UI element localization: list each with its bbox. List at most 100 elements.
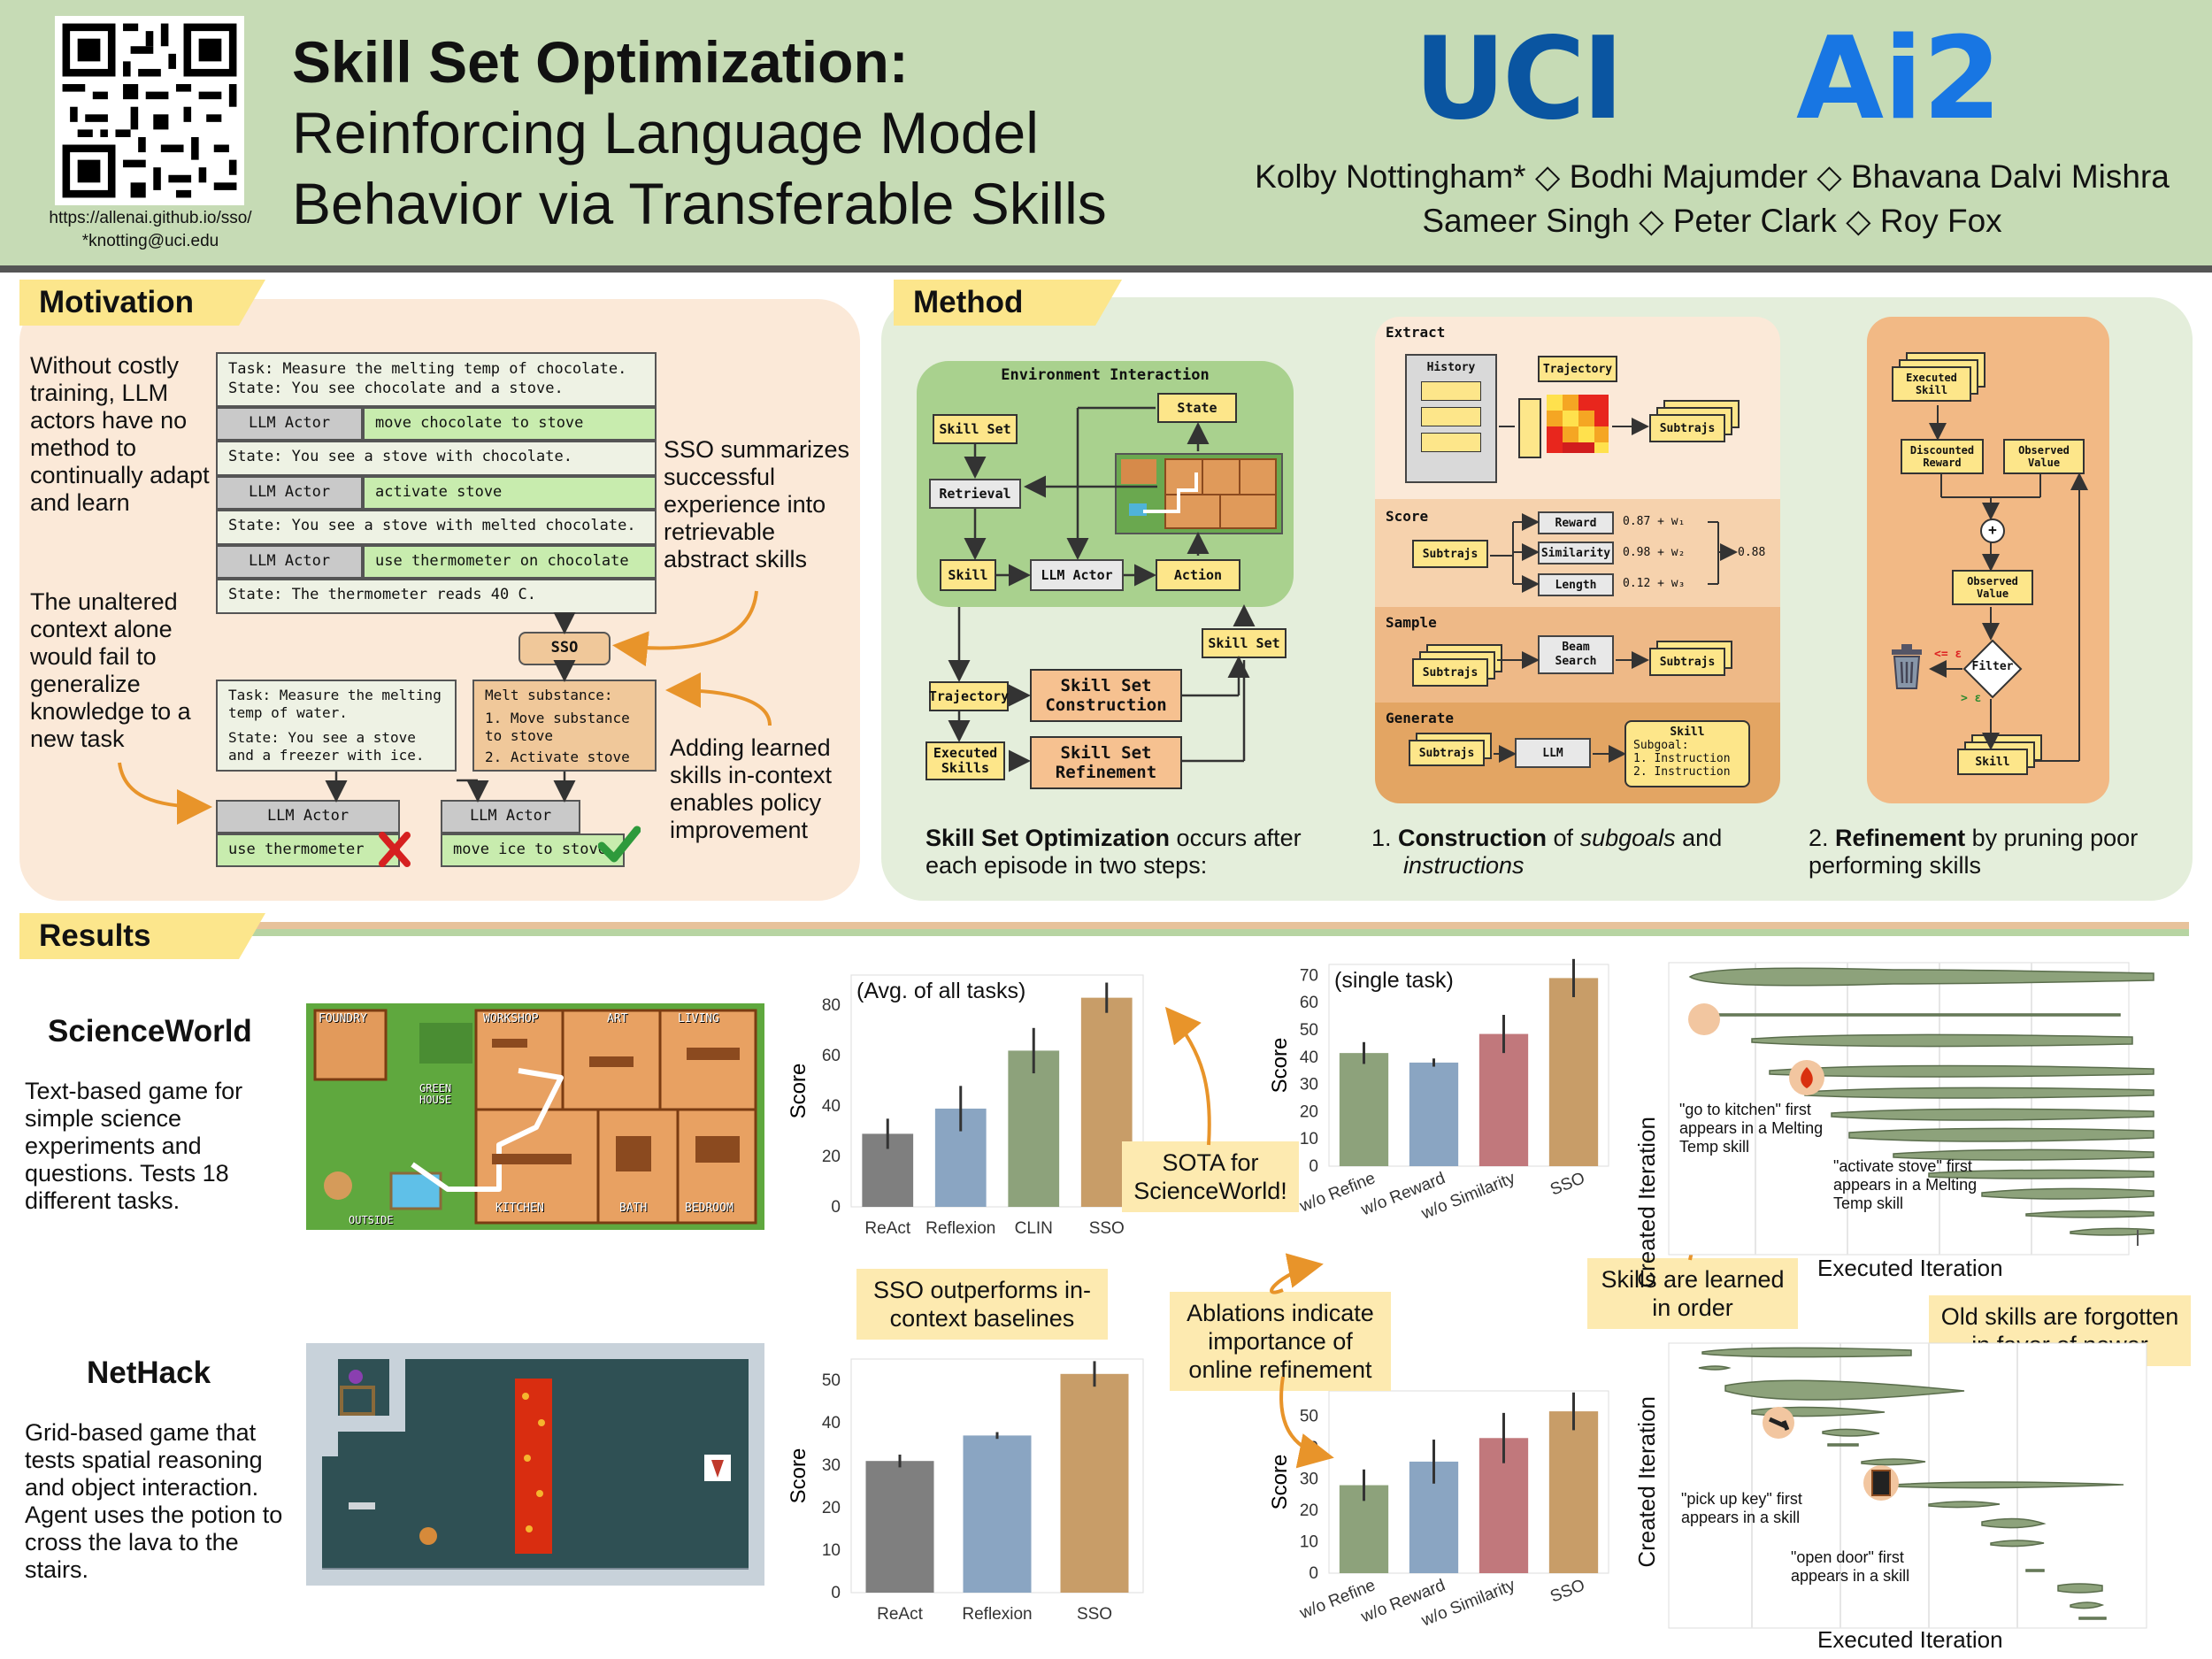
y-tick-label: 70: [1300, 966, 1318, 985]
generated-subgoal: Subgoal:: [1633, 739, 1689, 752]
ai2-logo: Ai2: [1796, 13, 2001, 145]
reward-node: Reward: [1538, 511, 1614, 534]
scienceworld-map: FOUNDRY WORKSHOP ART LIVING GREEN HOUSE …: [306, 1003, 764, 1230]
project-link[interactable]: https://allenai.github.io/sso/: [49, 209, 252, 227]
bar: [1409, 1062, 1459, 1166]
subtrajs-score: Subtrajs: [1412, 540, 1488, 568]
generated-instr-1: 1. Instruction: [1633, 752, 1731, 765]
y-tick-label: 80: [822, 996, 841, 1015]
callout-ablations: Ablations indicate importance of online …: [1170, 1292, 1391, 1391]
callout-baselines: SSO outperforms in-context baselines: [856, 1269, 1108, 1340]
new-state-line-2: and a freezer with ice.: [228, 747, 425, 764]
results-divider-top: [212, 922, 2189, 929]
scienceworld-map-graphic: [313, 1009, 757, 1225]
y-tick-label: 20: [1300, 1502, 1318, 1520]
bar: [1060, 1373, 1129, 1593]
fail-actor: LLM Actor: [216, 800, 400, 833]
violin2-note-2: "open door" first appears in a skill: [1791, 1548, 1910, 1585]
fire-icon: [1801, 1067, 1813, 1088]
skill-title: Melt substance:: [485, 687, 613, 703]
y-tick-label: 50: [1300, 1407, 1318, 1425]
qr-caption: https://allenai.github.io/sso/ *knotting…: [18, 207, 283, 253]
generated-skill-box: Skill Subgoal: 1. Instruction 2. Instruc…: [1624, 720, 1750, 787]
map-label-art: ART: [607, 1012, 628, 1025]
y-axis-label: Score: [1269, 1455, 1292, 1510]
map-label-kitchen: KITCHEN: [495, 1202, 544, 1215]
check-icon: [598, 826, 641, 863]
trajectory-extract: Trajectory: [1538, 356, 1617, 382]
trace-actor-1: LLM Actor: [216, 407, 363, 441]
history-box: History: [1405, 354, 1497, 483]
trace-state-0: State: You see chocolate and a stove.: [228, 380, 564, 397]
length-value: 0.12 + w₃: [1623, 577, 1686, 590]
construction-node: Skill Set Construction: [1030, 669, 1182, 722]
caption-right-num: 2.: [1809, 825, 1836, 851]
y-tick-label: 50: [1300, 1021, 1318, 1040]
motivation-arrows: [118, 590, 772, 825]
x-tick-label: ReAct: [877, 1605, 923, 1624]
trace-task: Task: Measure the melting temp of chocol…: [228, 360, 627, 378]
y-tick-label: 20: [822, 1499, 841, 1517]
trace-actor-2: LLM Actor: [216, 476, 363, 510]
map-label-bedroom: BEDROOM: [685, 1202, 733, 1215]
y-tick-label: 0: [1309, 1564, 1318, 1583]
length-node: Length: [1538, 573, 1614, 596]
nethack-map: [306, 1343, 764, 1586]
refinement-arrows: [1929, 405, 2088, 762]
contact-email[interactable]: *knotting@uci.edu: [81, 232, 219, 250]
trace-action-2: activate stove: [363, 476, 657, 510]
llm-actor-node: LLM Actor: [1030, 559, 1124, 591]
trace-task-box: Task: Measure the melting temp of chocol…: [216, 352, 657, 407]
new-task-line-2: temp of water.: [228, 704, 348, 721]
filter-label: Filter: [1971, 660, 2014, 673]
threshold-high-label: > ε: [1961, 692, 1982, 705]
qr-code[interactable]: [55, 16, 244, 205]
violin1-note-2: "activate stove" first appears in a Melt…: [1833, 1157, 1978, 1212]
motivation-text-4: Adding learned skills in-context enables…: [670, 734, 833, 843]
executed-skills-label-1: Executed: [933, 745, 998, 761]
y-tick-label: 40: [1300, 1048, 1318, 1067]
poster-header: [0, 0, 2212, 273]
x-tick-label: SSO: [1089, 1219, 1125, 1238]
filter-node: Filter: [1962, 639, 2023, 699]
y-axis-label: Score: [787, 1064, 810, 1119]
violin2-note-1: "pick up key" first appears in a skill: [1681, 1490, 1802, 1526]
sso-node: SSO: [518, 632, 611, 665]
violin-plot-scienceworld: [1668, 962, 2154, 1256]
y-tick-label: 60: [822, 1047, 841, 1065]
subtrajs-generate: Subtrajs: [1409, 740, 1485, 766]
x-tick-label: CLIN: [1015, 1219, 1053, 1238]
y-tick-label: 0: [831, 1198, 841, 1217]
llm-node: LLM: [1515, 738, 1591, 768]
x-tick-label: Reflexion: [926, 1219, 995, 1238]
success-actor: LLM Actor: [441, 800, 580, 833]
method-caption-left-bold: Skill Set Optimization: [926, 825, 1171, 851]
violin1-ylabel: Created Iteration: [1633, 1117, 1660, 1288]
similarity-value: 0.98 + w₂: [1623, 546, 1686, 559]
skill-step-1b: to stove: [485, 727, 554, 744]
x-tick-label: ReAct: [864, 1219, 910, 1238]
map-label-bath: BATH: [619, 1202, 648, 1215]
trace-state-2: State: You see a stove with melted choco…: [216, 510, 657, 545]
motivation-text-1: Without costly training, LLM actors have…: [30, 352, 210, 516]
threshold-low-label: <= ε: [1934, 648, 1962, 661]
beam-search-node: Beam Search: [1538, 635, 1614, 674]
map-label-greenhouse: GREEN HOUSE: [419, 1082, 452, 1106]
violin2-ylabel: Created Iteration: [1633, 1396, 1660, 1568]
success-action: move ice to stove: [441, 833, 625, 867]
authors-line-1: Kolby Nottingham* ◇ Bodhi Majumder ◇ Bha…: [1255, 158, 2170, 195]
reward-value: 0.87 + w₁: [1623, 515, 1686, 528]
skill-step-1a: 1. Move substance: [485, 710, 630, 726]
y-tick-label: 30: [1300, 1076, 1318, 1094]
nethack-title: NetHack: [87, 1356, 211, 1390]
method-tab: Method: [894, 280, 1122, 326]
bar: [963, 1435, 1032, 1593]
new-task-line-1: Task: Measure the melting: [228, 687, 442, 703]
y-tick-label: 20: [822, 1148, 841, 1166]
new-state-line-1: State: You see a stove: [228, 729, 416, 746]
game-map-icon: [1117, 455, 1281, 533]
author-list: Kolby Nottingham* ◇ Bodhi Majumder ◇ Bha…: [1212, 155, 2212, 243]
environment-title: Environment Interaction: [1001, 366, 1210, 384]
